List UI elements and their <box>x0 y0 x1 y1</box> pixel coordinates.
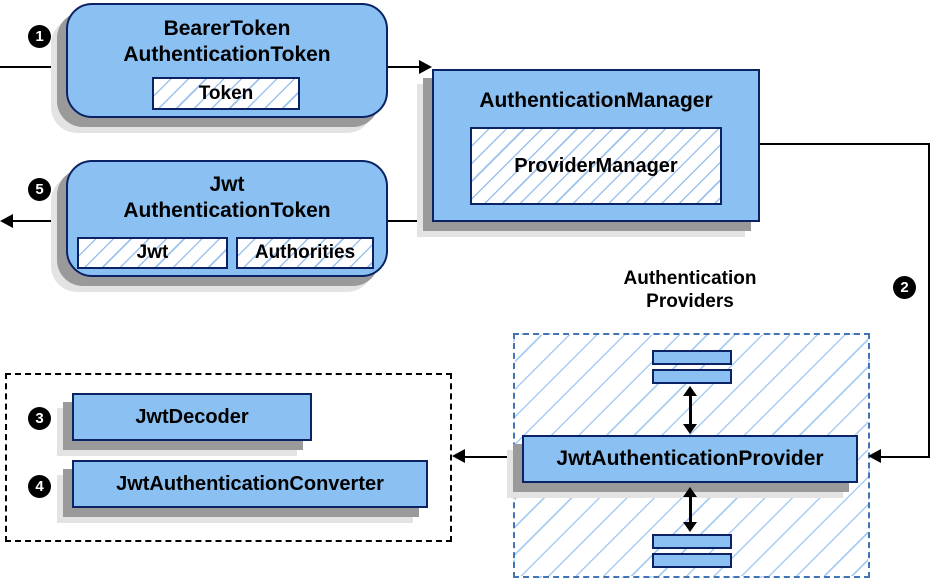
manager-to-provider-line-right <box>928 143 930 458</box>
authorities-field: Authorities <box>236 237 374 269</box>
step-1-badge: 1 <box>28 25 51 48</box>
generic-provider-bar-top-1 <box>652 350 732 365</box>
bearer-token-title-line1: BearerToken <box>163 17 291 40</box>
jwt-token-title-line2: AuthenticationToken <box>123 199 331 222</box>
generic-provider-bar-bottom-2 <box>652 553 732 568</box>
bearer-to-manager-line <box>388 66 421 68</box>
token-field: Token <box>152 77 300 110</box>
manager-to-provider-line-top <box>760 143 929 145</box>
arrowhead-outgoing-icon <box>0 214 13 228</box>
provider-to-decoder-line <box>464 456 522 458</box>
jwt-authentication-provider-box: JwtAuthenticationProvider <box>522 435 858 483</box>
generic-provider-bar-bottom-1 <box>652 534 732 549</box>
step-4-badge: 4 <box>28 475 51 498</box>
arrowhead-up-icon <box>683 487 697 497</box>
step-5-badge: 5 <box>28 178 51 201</box>
manager-to-jwt-token-line <box>388 220 432 222</box>
double-arrow-shaft <box>688 394 692 426</box>
authentication-providers-label: Authentication Providers <box>565 267 815 313</box>
generic-provider-bar-top-2 <box>652 369 732 384</box>
bearer-token-title-line2: AuthenticationToken <box>123 43 331 66</box>
jwt-decoder-box: JwtDecoder <box>72 393 312 441</box>
outgoing-result-line <box>12 220 66 222</box>
bearer-token-authentication-token-box: BearerToken AuthenticationToken <box>66 3 388 118</box>
arrowhead-into-manager-icon <box>419 60 432 74</box>
arrowhead-down-icon <box>683 424 697 434</box>
arrowhead-into-providers-icon <box>868 449 881 463</box>
arrowhead-up-icon <box>683 386 697 396</box>
decoder-converter-group <box>5 373 452 542</box>
jwt-field: Jwt <box>77 237 228 269</box>
authentication-manager-title: AuthenticationManager <box>479 89 713 112</box>
manager-to-provider-line-bottom <box>880 456 928 458</box>
jwt-authentication-converter-box: JwtAuthenticationConverter <box>72 460 428 508</box>
step-3-badge: 3 <box>28 407 51 430</box>
arrowhead-into-decoder-group-icon <box>452 449 465 463</box>
jwt-token-title-line1: Jwt <box>209 173 245 196</box>
provider-manager-field: ProviderManager <box>470 127 722 205</box>
incoming-request-line <box>0 66 66 68</box>
arrowhead-down-icon <box>683 522 697 532</box>
double-arrow-bottom-icon <box>683 487 697 532</box>
double-arrow-shaft <box>688 495 692 524</box>
authentication-providers-label-line1: Authentication <box>623 268 757 289</box>
step-2-badge: 2 <box>893 276 916 299</box>
authentication-providers-label-line2: Providers <box>646 291 734 312</box>
double-arrow-top-icon <box>683 386 697 434</box>
